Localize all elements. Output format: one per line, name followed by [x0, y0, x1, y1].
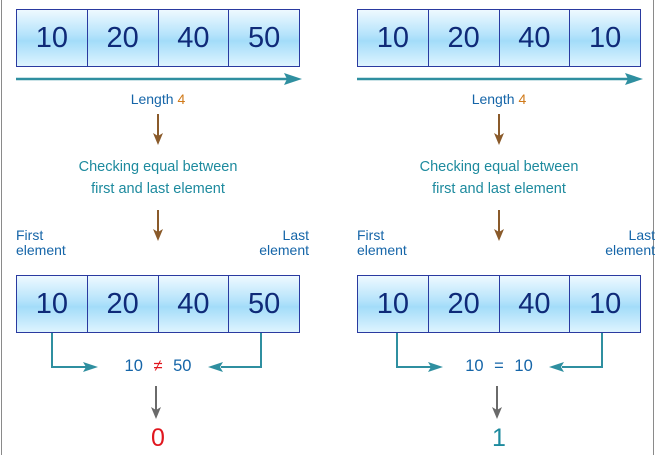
check-line: first and last element [432, 181, 566, 197]
check-line: Checking equal between [419, 159, 579, 175]
array-cell: 10 [570, 10, 640, 66]
not-equal-sign: ≠ [150, 357, 166, 375]
array-cell: 20 [87, 276, 159, 332]
first-element-label: First element [357, 228, 407, 258]
array-cell: 20 [428, 276, 500, 332]
length-value: 4 [177, 91, 186, 107]
first-element-label: First element [16, 228, 66, 258]
down-arrow-icon [153, 210, 163, 241]
top-array: 10 20 40 50 [16, 9, 300, 67]
label-line: First [16, 227, 44, 243]
check-text: Checking equal between first and last el… [357, 156, 641, 200]
label-line: element [605, 242, 655, 258]
label-line: element [259, 242, 309, 258]
length-arrow-icon [357, 73, 643, 85]
array-cell: 20 [428, 10, 500, 66]
last-element-label: Last element [259, 228, 309, 258]
comparison: 10 ≠ 50 [16, 357, 300, 376]
compare-right: 10 [511, 357, 536, 375]
down-arrow-icon [492, 386, 502, 419]
label-line: element [357, 242, 407, 258]
array-cell: 40 [158, 276, 230, 332]
length-text: Length [130, 91, 174, 107]
down-arrow-icon [153, 114, 163, 145]
length-text: Length [471, 91, 515, 107]
length-value: 4 [518, 91, 527, 107]
label-line: Last [282, 227, 309, 243]
array-cell: 10 [17, 276, 88, 332]
array-cell: 40 [499, 276, 571, 332]
bottom-array: 10 20 40 10 [357, 275, 641, 333]
last-element-label: Last element [605, 228, 655, 258]
check-line: Checking equal between [78, 159, 238, 175]
compare-bracket-icon [396, 333, 603, 372]
array-cell: 50 [229, 10, 299, 66]
array-cell: 10 [358, 276, 429, 332]
label-line: Last [628, 227, 655, 243]
down-arrow-icon [151, 386, 161, 419]
result-value: 0 [151, 424, 165, 452]
compare-left: 10 [121, 357, 146, 375]
label-line: First [357, 227, 385, 243]
check-text: Checking equal between first and last el… [16, 156, 300, 200]
array-cell: 50 [229, 276, 299, 332]
equal-sign: = [491, 357, 507, 375]
array-cell: 10 [358, 10, 429, 66]
array-cell: 40 [158, 10, 230, 66]
compare-right: 50 [170, 357, 195, 375]
length-arrow-icon [16, 73, 302, 85]
check-line: first and last element [91, 181, 225, 197]
comparison: 10 = 10 [357, 357, 641, 376]
label-line: element [16, 242, 66, 258]
down-arrow-icon [494, 114, 504, 145]
array-cell: 10 [17, 10, 88, 66]
bottom-array: 10 20 40 50 [16, 275, 300, 333]
compare-bracket-icon [51, 333, 262, 372]
down-arrow-icon [494, 210, 504, 241]
top-array: 10 20 40 10 [357, 9, 641, 67]
array-cell: 20 [87, 10, 159, 66]
compare-left: 10 [462, 357, 487, 375]
array-cell: 40 [499, 10, 571, 66]
result-value: 1 [492, 424, 506, 452]
array-cell: 10 [570, 276, 640, 332]
